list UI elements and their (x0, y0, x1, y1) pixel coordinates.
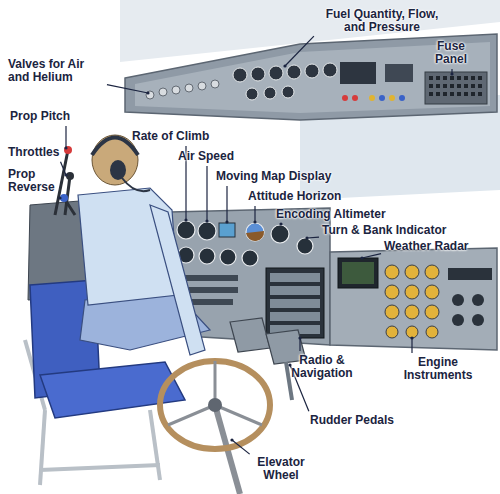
fuse-panel (425, 72, 487, 104)
leader-dot (450, 72, 453, 75)
wheel-spokes (168, 361, 262, 425)
part-label: Rudder Pedals (310, 414, 394, 427)
wheel-hub (208, 398, 222, 412)
part-label: Air Speed (178, 150, 234, 163)
leader-dot (360, 256, 363, 259)
pilot-head (92, 135, 138, 185)
moving-map (219, 223, 235, 237)
switch-knobs (379, 95, 405, 101)
annunciator (448, 268, 492, 280)
part-label: Prop Reverse (8, 168, 62, 194)
pilot-arm (150, 205, 205, 355)
leader-line (411, 338, 412, 353)
leader-dot (253, 220, 256, 223)
part-label: Radio & Navigation (286, 354, 358, 380)
radio-units (270, 273, 320, 334)
part-label: Throttles (8, 146, 59, 159)
part-label: Weather Radar (384, 240, 468, 253)
leader-dot (230, 438, 233, 441)
part-label: Turn & Bank Indicator (322, 224, 446, 237)
headset-band (92, 138, 138, 156)
engine-panel (330, 248, 497, 350)
elevator-wheel (160, 361, 270, 449)
part-label: Prop Pitch (10, 110, 70, 123)
overhead-display (385, 64, 413, 82)
leader-line (307, 237, 319, 239)
fuses (429, 76, 482, 96)
engine-gauges (452, 294, 484, 326)
leader-dot (288, 363, 291, 366)
part-label: Engine Instruments (398, 356, 478, 382)
leader-line (206, 166, 207, 221)
part-label: Elevator Wheel (252, 456, 310, 482)
attitude-horizon (246, 223, 264, 241)
leader-dot (298, 336, 301, 339)
leader-dot (283, 64, 286, 67)
leader-dot (410, 336, 413, 339)
leader-dot (58, 196, 61, 199)
leader-line (299, 338, 300, 351)
leader-dot (184, 218, 187, 221)
leader-dot (64, 146, 67, 149)
valve-switches (146, 80, 219, 99)
leader-line (65, 126, 66, 148)
levers (55, 150, 75, 215)
leader-dot (64, 173, 67, 176)
flight-gauges (177, 221, 313, 266)
leader-line (107, 85, 148, 93)
leader-dot (225, 220, 228, 223)
engine-gauges (385, 265, 439, 338)
switch-knobs (369, 95, 395, 101)
leader-line (226, 186, 227, 222)
leader-line (362, 254, 381, 258)
radio-stack (266, 268, 324, 338)
leader-dot (279, 222, 282, 225)
switch-knobs (342, 95, 358, 101)
overhead-panel (125, 34, 497, 120)
radar-screen (342, 262, 374, 284)
part-label: Fuse Panel (430, 40, 472, 66)
rudder-pedals (230, 318, 306, 364)
attitude-ground (246, 231, 264, 241)
headset-cup (110, 160, 126, 180)
leader-line (232, 440, 250, 454)
leader-line (254, 206, 255, 222)
lever-knobs (60, 146, 74, 202)
overhead-display (340, 62, 376, 84)
leader-dot (305, 236, 308, 239)
overhead-gauges (233, 63, 337, 100)
part-label: Encoding Altimeter (276, 208, 386, 221)
part-label: Moving Map Display (216, 170, 331, 183)
part-label: Attitude Horizon (248, 190, 341, 203)
leader-dot (205, 219, 208, 222)
part-label: Rate of Climb (132, 130, 209, 143)
leader-line (60, 162, 66, 175)
headset-mic (122, 178, 150, 191)
leader-dot (146, 91, 149, 94)
leader-line (285, 36, 314, 66)
weather-radar (338, 258, 378, 288)
part-label: Fuel Quantity, Flow, and Pressure (316, 8, 448, 34)
part-label: Valves for Air and Helium (8, 58, 104, 84)
